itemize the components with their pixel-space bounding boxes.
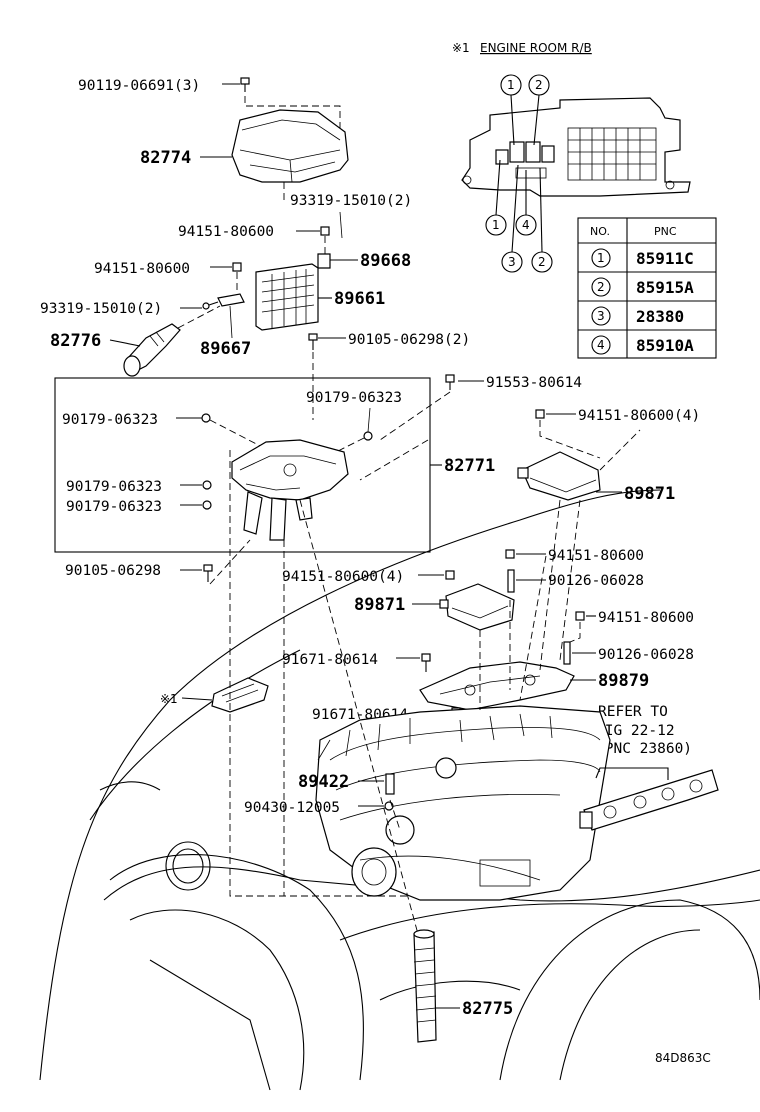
label-90126-06028-a: 90126-06028 — [548, 573, 644, 589]
label-91671-80614-a: 91671-80614 — [282, 652, 378, 668]
engine-room-relay-box — [461, 97, 691, 197]
ecu-89661 — [255, 263, 319, 331]
sensor-89871-upper — [517, 451, 601, 501]
inset-title: ENGINE ROOM R/B — [480, 41, 592, 55]
table-row-pnc: 85910A — [636, 336, 694, 355]
relay-box-location — [211, 677, 269, 713]
label-94151-80600-d: 94151-80600 — [548, 548, 644, 564]
screw-93319-b — [202, 301, 219, 310]
callout-2-bot: 2 — [538, 255, 546, 269]
label-89668: 89668 — [360, 251, 411, 271]
nut-94151-a — [320, 226, 330, 236]
nut-90179-d — [202, 500, 212, 510]
label-89422: 89422 — [298, 772, 349, 792]
bolt-90105-a — [308, 333, 318, 350]
dashed-leaders — [229, 429, 641, 935]
sensor-89871-lower — [439, 583, 515, 631]
table-row-pnc: 85911C — [636, 249, 694, 268]
table-row-no: 2 — [597, 280, 605, 294]
bracket-89668 — [317, 253, 331, 269]
bolt-91671-a — [421, 653, 431, 672]
hose-82775 — [413, 929, 437, 1043]
relay-callouts: 1 2 1 4 3 2 — [485, 74, 553, 273]
table-header-pnc: PNC — [654, 225, 677, 238]
table-row-pnc: 85915A — [636, 278, 694, 297]
callout-1-top: 1 — [507, 78, 515, 92]
label-94151-80600-c: 94151-80600(4) — [578, 408, 700, 424]
hose-82776 — [123, 323, 181, 377]
label-90105-06298-a: 90105-06298(2) — [348, 332, 470, 348]
label-94151-80600-a: 94151-80600 — [178, 224, 274, 240]
nut-94151-c — [535, 409, 545, 419]
nut-94151-d — [505, 549, 515, 559]
callout-3-bot: 3 — [508, 255, 516, 269]
label-93319-15010-a: 93319-15010(2) — [290, 193, 412, 209]
table-row-no: 4 — [597, 338, 605, 352]
diagram-code: 84D863C — [655, 1051, 711, 1065]
table-row-pnc: 28380 — [636, 307, 684, 326]
label-90430-12005: 90430-12005 — [244, 800, 340, 816]
label-93319-15010-b: 93319-15010(2) — [40, 301, 162, 317]
inset-mark: ※1 — [452, 41, 470, 55]
stud-90126-b — [563, 641, 571, 665]
engine-assembly — [315, 705, 611, 901]
bolt-90105-b — [203, 564, 213, 582]
bolt-91553 — [445, 374, 455, 390]
vehicle-outline — [39, 489, 760, 1091]
nut-90179-c — [202, 480, 212, 490]
label-91553-80614: 91553-80614 — [486, 375, 582, 391]
label-89667: 89667 — [200, 339, 251, 359]
table-row-no: 1 — [597, 251, 605, 265]
label-82775: 82775 — [462, 999, 513, 1019]
label-82771: 82771 — [444, 456, 495, 476]
label-82774: 82774 — [140, 148, 191, 168]
bolt-90119 — [240, 77, 250, 92]
label-89879: 89879 — [598, 671, 649, 691]
nut-94151-e — [445, 570, 455, 580]
nut-94151-b — [232, 262, 242, 272]
label-90126-06028-b: 90126-06028 — [598, 647, 694, 663]
refer-line-3: (PNC 23860) — [596, 741, 692, 757]
callout-4-mid: 4 — [522, 218, 530, 232]
label-94151-80600-b: 94151-80600 — [94, 261, 190, 277]
label-89871-lower: 89871 — [354, 595, 405, 615]
label-90179-06323-d: 90179-06323 — [66, 499, 162, 515]
label-94151-80600-e: 94151-80600(4) — [282, 569, 404, 585]
label-94151-80600-f: 94151-80600 — [598, 610, 694, 626]
bracket-89879 — [419, 661, 575, 711]
label-89871-upper: 89871 — [624, 484, 675, 504]
sensor-89422 — [385, 773, 395, 795]
label-90105-06298-b: 90105-06298 — [65, 563, 161, 579]
callout-mark-1: ※1 — [160, 692, 178, 706]
nut-94151-f — [575, 611, 585, 621]
label-82776: 82776 — [50, 331, 101, 351]
callout-1-mid: 1 — [492, 218, 500, 232]
refer-line-1: REFER TO — [598, 704, 668, 720]
label-90179-06323-a: 90179-06323 — [62, 412, 158, 428]
label-90179-06323-b: 90179-06323 — [306, 390, 402, 406]
bracket-89667 — [217, 293, 245, 307]
callout-2-top: 2 — [535, 78, 543, 92]
nut-90179-a — [201, 413, 211, 423]
stud-90126-a — [507, 569, 515, 593]
table-header-no: NO. — [590, 225, 610, 238]
label-90179-06323-c: 90179-06323 — [66, 479, 162, 495]
ecu-bracket-82771 — [231, 439, 349, 541]
table-row-no: 3 — [597, 309, 605, 323]
pnc-table: NO. PNC 1 85911C 2 85915A 3 28380 4 8591… — [577, 217, 717, 359]
cover-82774 — [231, 109, 349, 183]
label-90119-06691: 90119-06691(3) — [78, 78, 200, 94]
nut-90179-b — [363, 431, 373, 441]
fuel-rail — [579, 769, 719, 831]
refer-line-2: FIG 22-12 — [596, 723, 675, 739]
label-89661: 89661 — [334, 289, 385, 309]
